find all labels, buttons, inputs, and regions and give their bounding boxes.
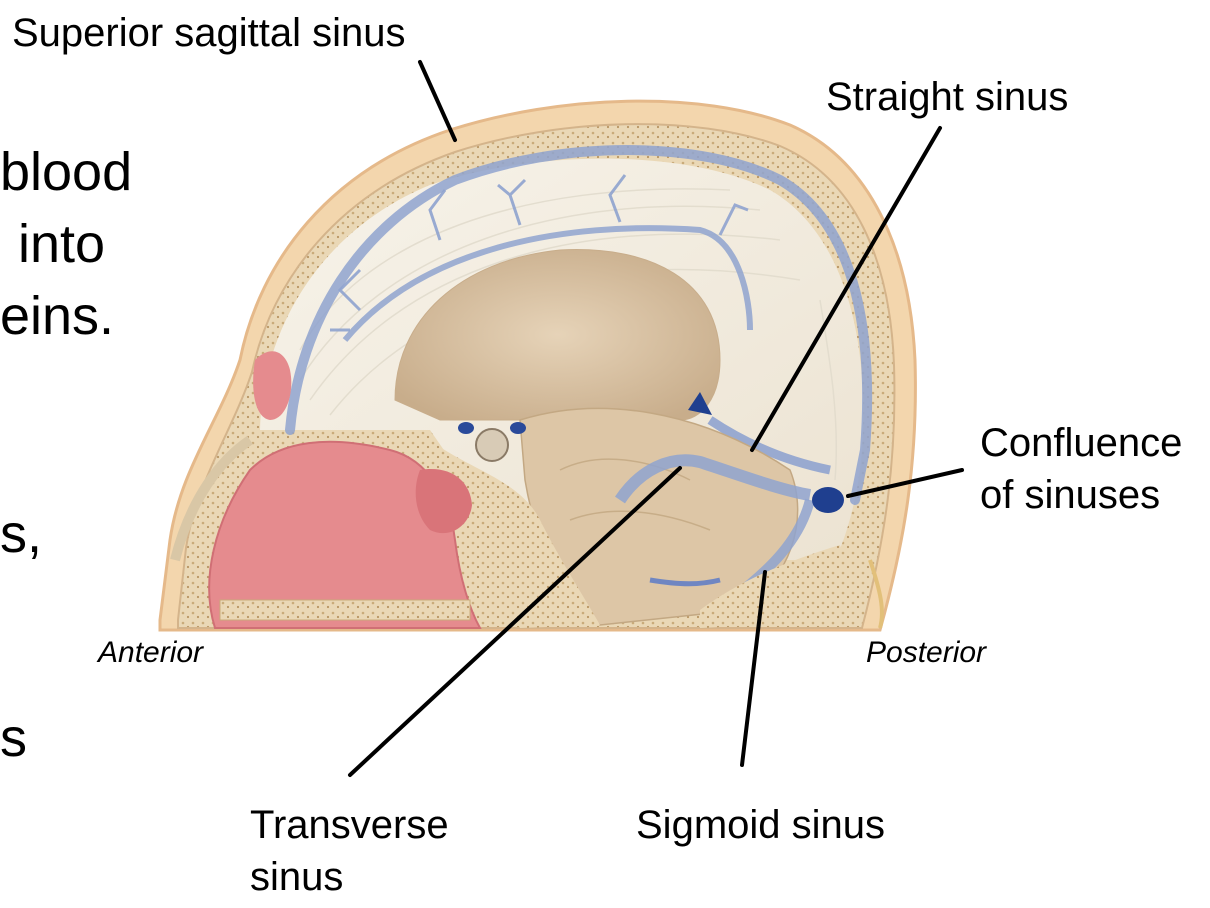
confluence-of-sinuses-vessel — [812, 487, 844, 513]
label-confluence-line2: of sinuses — [980, 473, 1161, 517]
inferior-sagittal-sinus-vessel — [342, 225, 753, 342]
slide-text-blood: blood — [0, 142, 133, 202]
slide-text-s: s — [0, 708, 27, 768]
frontal-sinus — [253, 351, 292, 420]
label-transverse-line1: Transverse — [250, 803, 449, 847]
label-anterior: Anterior — [98, 636, 204, 669]
superior-sagittal-sinus-vessel — [285, 145, 873, 505]
leader-line-confluence — [846, 468, 964, 498]
label-straight-sinus: Straight sinus — [826, 75, 1069, 119]
slide-text-s-comma: s, — [0, 504, 43, 564]
leader-line-sigmoid — [740, 570, 767, 767]
brain-core — [394, 249, 721, 421]
label-sigmoid-sinus: Sigmoid sinus — [636, 803, 886, 847]
pituitary — [475, 428, 509, 462]
label-superior-sagittal-sinus: Superior sagittal sinus — [12, 11, 406, 55]
slide-text-into: into — [18, 214, 106, 274]
label-posterior: Posterior — [866, 636, 987, 669]
label-transverse-line2: sinus — [250, 855, 344, 899]
label-confluence-line1: Confluence — [980, 421, 1183, 465]
leader-line-transverse — [348, 466, 682, 777]
slide-text-veins: eins. — [0, 286, 115, 346]
transverse-sinus-vessel — [615, 454, 812, 504]
leader-line-straight — [750, 126, 942, 452]
leader-line-superior-sagittal — [418, 60, 457, 142]
straight-sinus-vessel — [707, 416, 831, 475]
nasal-cavity — [208, 440, 482, 629]
